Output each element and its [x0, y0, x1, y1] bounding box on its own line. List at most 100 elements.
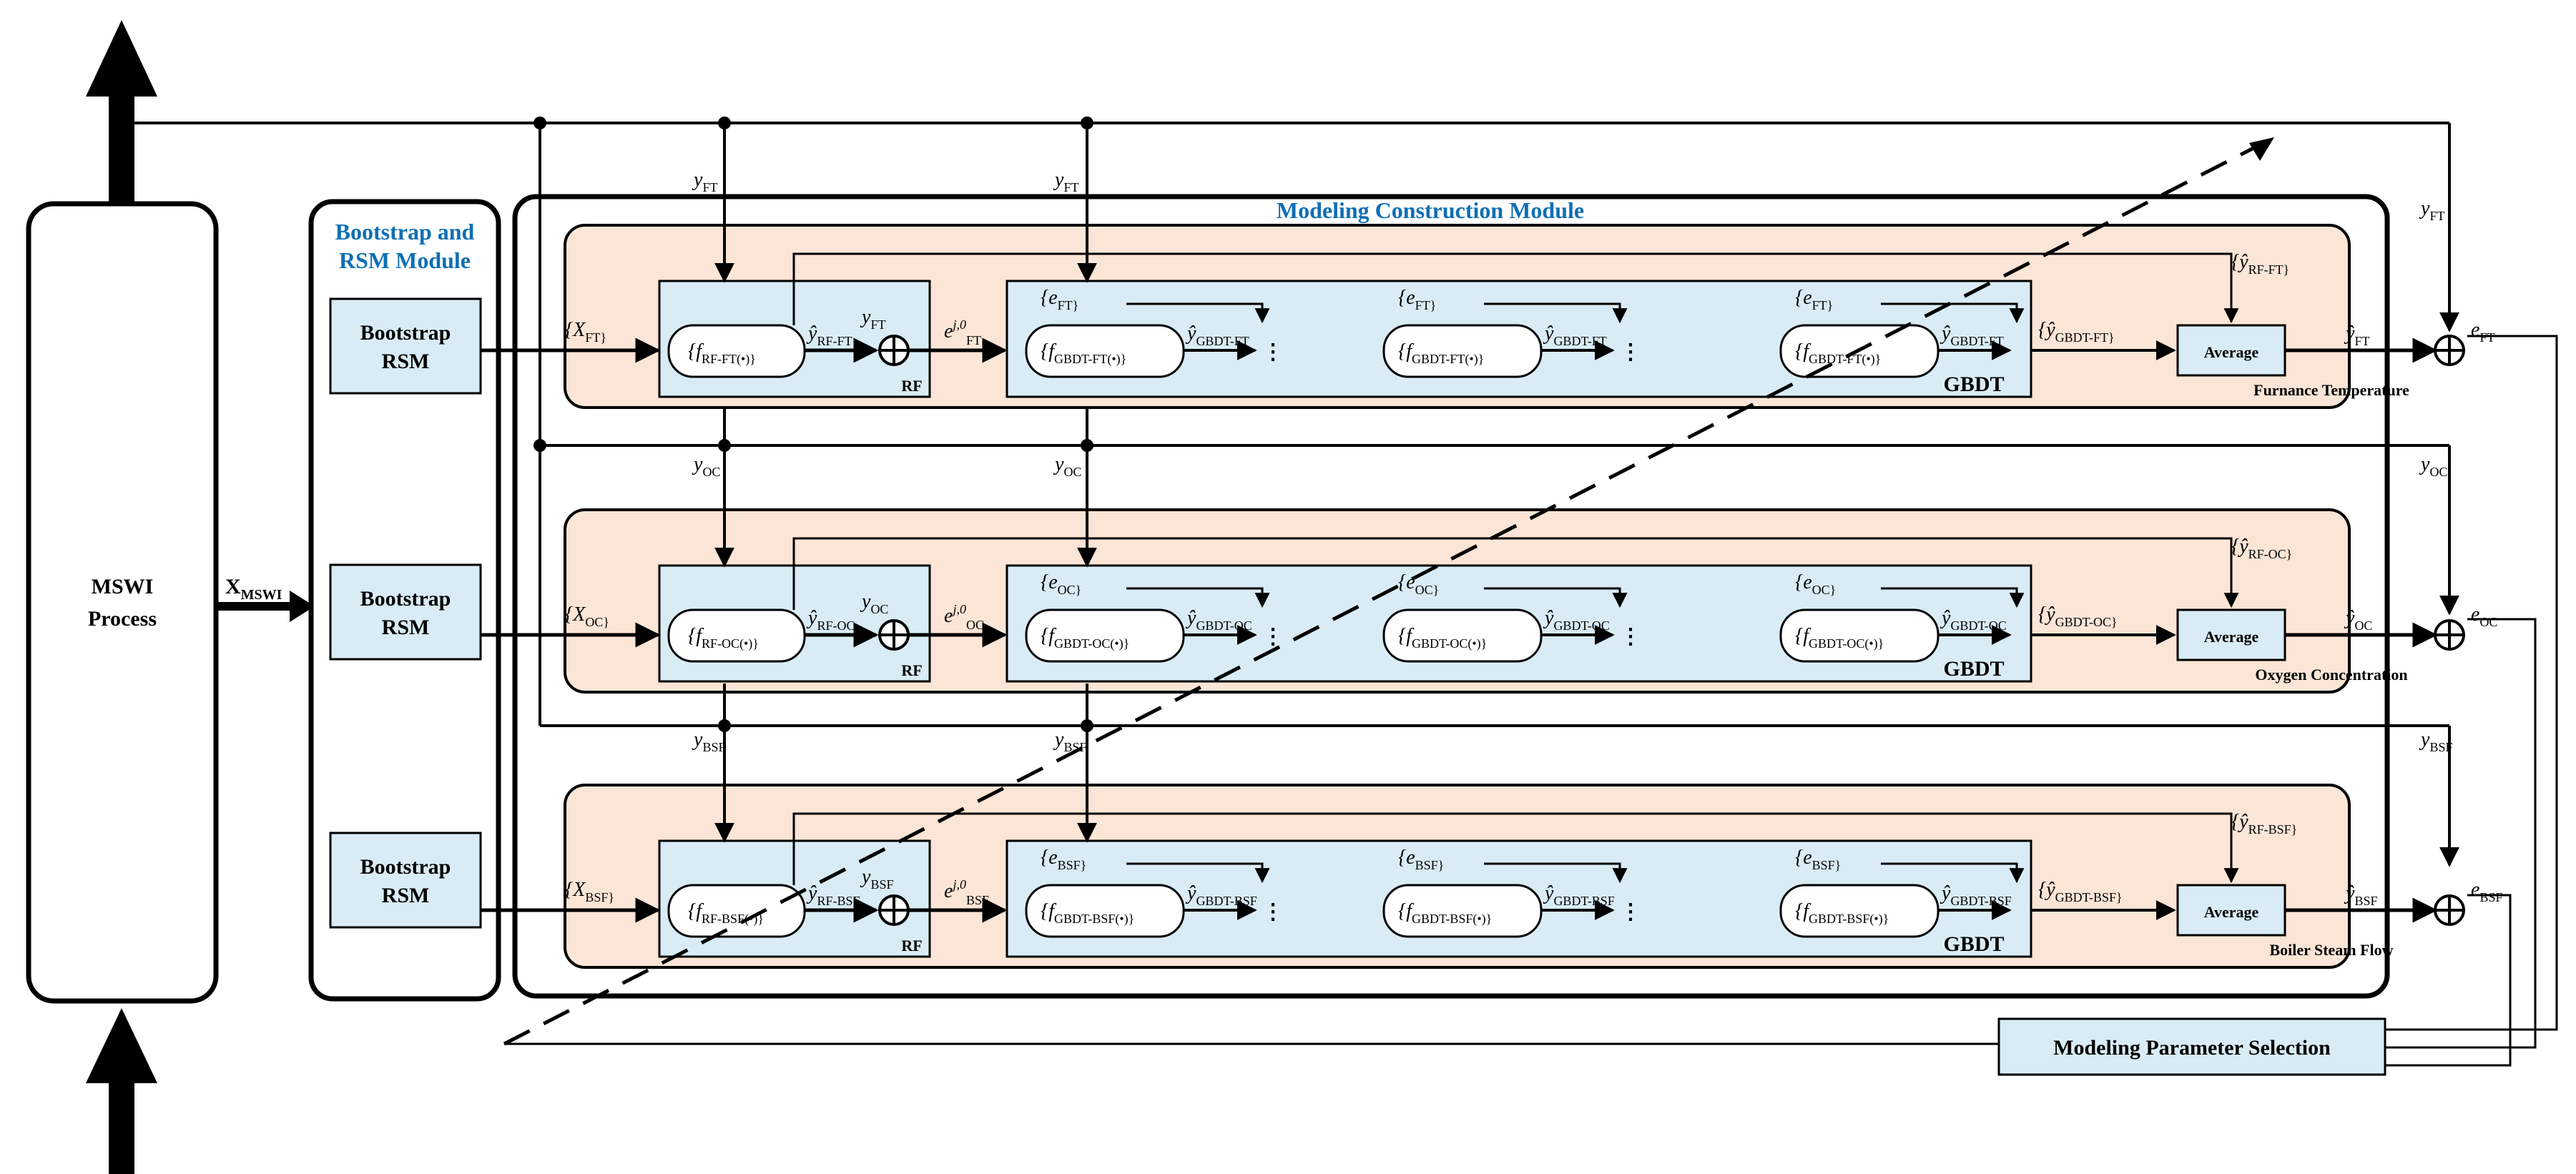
gbdt-stage-function: {fGBDT-FT(•)} [1795, 340, 1881, 367]
final-output-label: ŷOC [2344, 607, 2372, 633]
gbdt-stage-feedback [1484, 587, 1628, 608]
gbdt-ellipsis: ⋮ [1620, 625, 1641, 648]
process-label-line2: Process [88, 607, 157, 631]
modeling-construction-module: Modeling Construction Module [512, 194, 2390, 999]
gbdt-ellipsis: ⋮ [1620, 900, 1641, 924]
average-label: Average [2204, 903, 2259, 921]
gbdt-stage-output-label: ŷGBDT-BSF [1940, 882, 2012, 908]
gbdt-stage-feedback [1881, 587, 2025, 608]
model-rows: {XFT}{fRF-FT(•)}ŷRF-FTyFTRFyFTej,0FTGBDT… [481, 124, 2502, 969]
initial-residual: ej,0FT [944, 317, 981, 347]
row-input-set: {XOC} [565, 603, 609, 629]
gbdt-label: GBDT [1943, 657, 2004, 681]
input-signal-arrow: XMSWI [216, 575, 315, 622]
average-block [2176, 884, 2286, 937]
rf-label: RF [901, 661, 922, 679]
initial-residual: ej,0BSF [944, 877, 989, 907]
gbdt-ensemble-output: {ŷGBDT-FT} [2038, 319, 2115, 345]
row-input-set: {XFT} [565, 319, 606, 345]
gbdt-stage-function: {fGBDT-OC(•)} [1041, 625, 1129, 651]
gbdt-stage-output-label: ŷGBDT-BSF [1543, 882, 1615, 908]
gbdt-stage-function: {fGBDT-OC(•)} [1398, 625, 1487, 651]
target-distribution-lines [134, 122, 2459, 867]
gbdt-stage-function: {fGBDT-OC(•)} [1795, 625, 1884, 651]
right-target-label: yFT [2419, 197, 2444, 223]
gbdt-label: GBDT [1943, 932, 2004, 956]
svg-text:RSM: RSM [382, 350, 430, 373]
bootstrap-block-bsf: Bootstrap RSM [329, 832, 482, 929]
gbdt-ensemble-output: {ŷGBDT-OC} [2038, 603, 2118, 629]
process-input-arrow [86, 1008, 157, 1174]
process-output-arrow [86, 20, 157, 207]
gbdt-stage-output-label: ŷGBDT-FT [1185, 322, 1249, 348]
svg-text:Bootstrap: Bootstrap [360, 587, 451, 611]
gbdt-stage-residual: {eFT} [1041, 287, 1078, 312]
gbdt-stage-residual: {eBSF} [1041, 847, 1086, 872]
bootstrap-module-title-line2: RSM Module [339, 247, 471, 273]
gbdt-stage-feedback [1126, 587, 1270, 608]
bootstrap-rsm-module: Bootstrap and RSM Module Bootstrap RSM B… [308, 199, 501, 1002]
initial-residual: ej,0OC [944, 602, 984, 632]
parameter-selection-block: Modeling Parameter Selection [1997, 335, 2558, 1076]
gbdt-stage-function: {fGBDT-BSF(•)} [1041, 900, 1134, 927]
error-output-label: eOC [2471, 603, 2497, 629]
svg-text:Bootstrap: Bootstrap [360, 855, 451, 879]
error-output-label: eBSF [2471, 879, 2502, 904]
average-block [2176, 608, 2286, 661]
gbdt-stage-feedback [1484, 302, 1628, 324]
gbdt-stage-feedback [1126, 862, 1270, 884]
gbdt-stage-function: {fGBDT-FT(•)} [1398, 340, 1484, 367]
gbdt-stage-residual: {eBSF} [1398, 847, 1444, 872]
bootstrap-block-oc: Bootstrap RSM [329, 563, 482, 661]
parameter-selection-label: Modeling Parameter Selection [2053, 1036, 2331, 1060]
rf-function: {fRF-OC(•)} [688, 625, 759, 651]
rf-target-label: yBSF [860, 866, 893, 892]
gbdt-stage-output-label: ŷGBDT-OC [1185, 607, 1252, 633]
bootstrap-block-ft: Bootstrap RSM [329, 297, 482, 395]
dashed-diagonal [503, 137, 2274, 1046]
svg-text:Bootstrap: Bootstrap [360, 321, 451, 345]
rf-function: {fRF-BSF(•)} [688, 900, 764, 927]
bootstrap-module-title-line1: Bootstrap and [335, 219, 475, 245]
row-ft: {XFT}{fRF-FT(•)}ŷRF-FTyFTRFyFTej,0FTGBDT… [481, 124, 2494, 409]
construction-module-title: Modeling Construction Module [1277, 197, 1584, 223]
gbdt-label: GBDT [1943, 373, 2004, 396]
average-block [2176, 324, 2286, 377]
row-target-label-rf: yBSF [692, 729, 725, 754]
gbdt-stage-feedback [1484, 862, 1628, 884]
gbdt-stage-function: {fGBDT-BSF(•)} [1795, 900, 1889, 927]
rf-label: RF [901, 377, 922, 395]
row-name-label: Boiler Steam Flow [2269, 941, 2393, 959]
gbdt-stage-residual: {eBSF} [1795, 847, 1841, 872]
rf-feedback-label: {ŷRF-OC} [2231, 536, 2292, 561]
row-name-label: Oxygen Concentration [2255, 666, 2407, 684]
mswi-process-box: MSWI Process [26, 201, 219, 1004]
gbdt-ellipsis: ⋮ [1262, 340, 1284, 364]
svg-text:RSM: RSM [382, 616, 430, 639]
rf-feedback-line [792, 812, 2239, 885]
rf-feedback-label: {ŷRF-FT} [2231, 251, 2289, 277]
gbdt-stage-function: {fGBDT-BSF(•)} [1398, 900, 1492, 927]
row-target-label-gbdt: yFT [1053, 169, 1078, 194]
average-label: Average [2204, 343, 2259, 361]
row-target-label-gbdt: yOC [1053, 453, 1081, 479]
final-output-label: ŷFT [2344, 322, 2369, 348]
gbdt-stage-residual: {eOC} [1041, 571, 1081, 597]
gbdt-stage-function: {fGBDT-FT(•)} [1041, 340, 1126, 367]
final-output-label: ŷBSF [2344, 882, 2377, 908]
rf-function: {fRF-FT(•)} [688, 340, 756, 367]
row-target-label-rf: yFT [692, 169, 717, 194]
rf-target-label: yOC [860, 591, 888, 616]
average-label: Average [2204, 628, 2259, 646]
rf-output: ŷRF-OC [806, 607, 855, 633]
gbdt-stage-residual: {eFT} [1795, 287, 1833, 312]
row-target-label-gbdt: yBSF [1053, 729, 1086, 754]
gbdt-stage-residual: {eOC} [1398, 571, 1439, 597]
gbdt-stage-output-label: ŷGBDT-OC [1543, 607, 1610, 633]
gbdt-stage-feedback [1881, 862, 2025, 884]
gbdt-ellipsis: ⋮ [1262, 625, 1284, 648]
rf-feedback-line [792, 537, 2239, 610]
row-target-label-rf: yOC [692, 453, 720, 479]
rf-label: RF [901, 937, 922, 955]
